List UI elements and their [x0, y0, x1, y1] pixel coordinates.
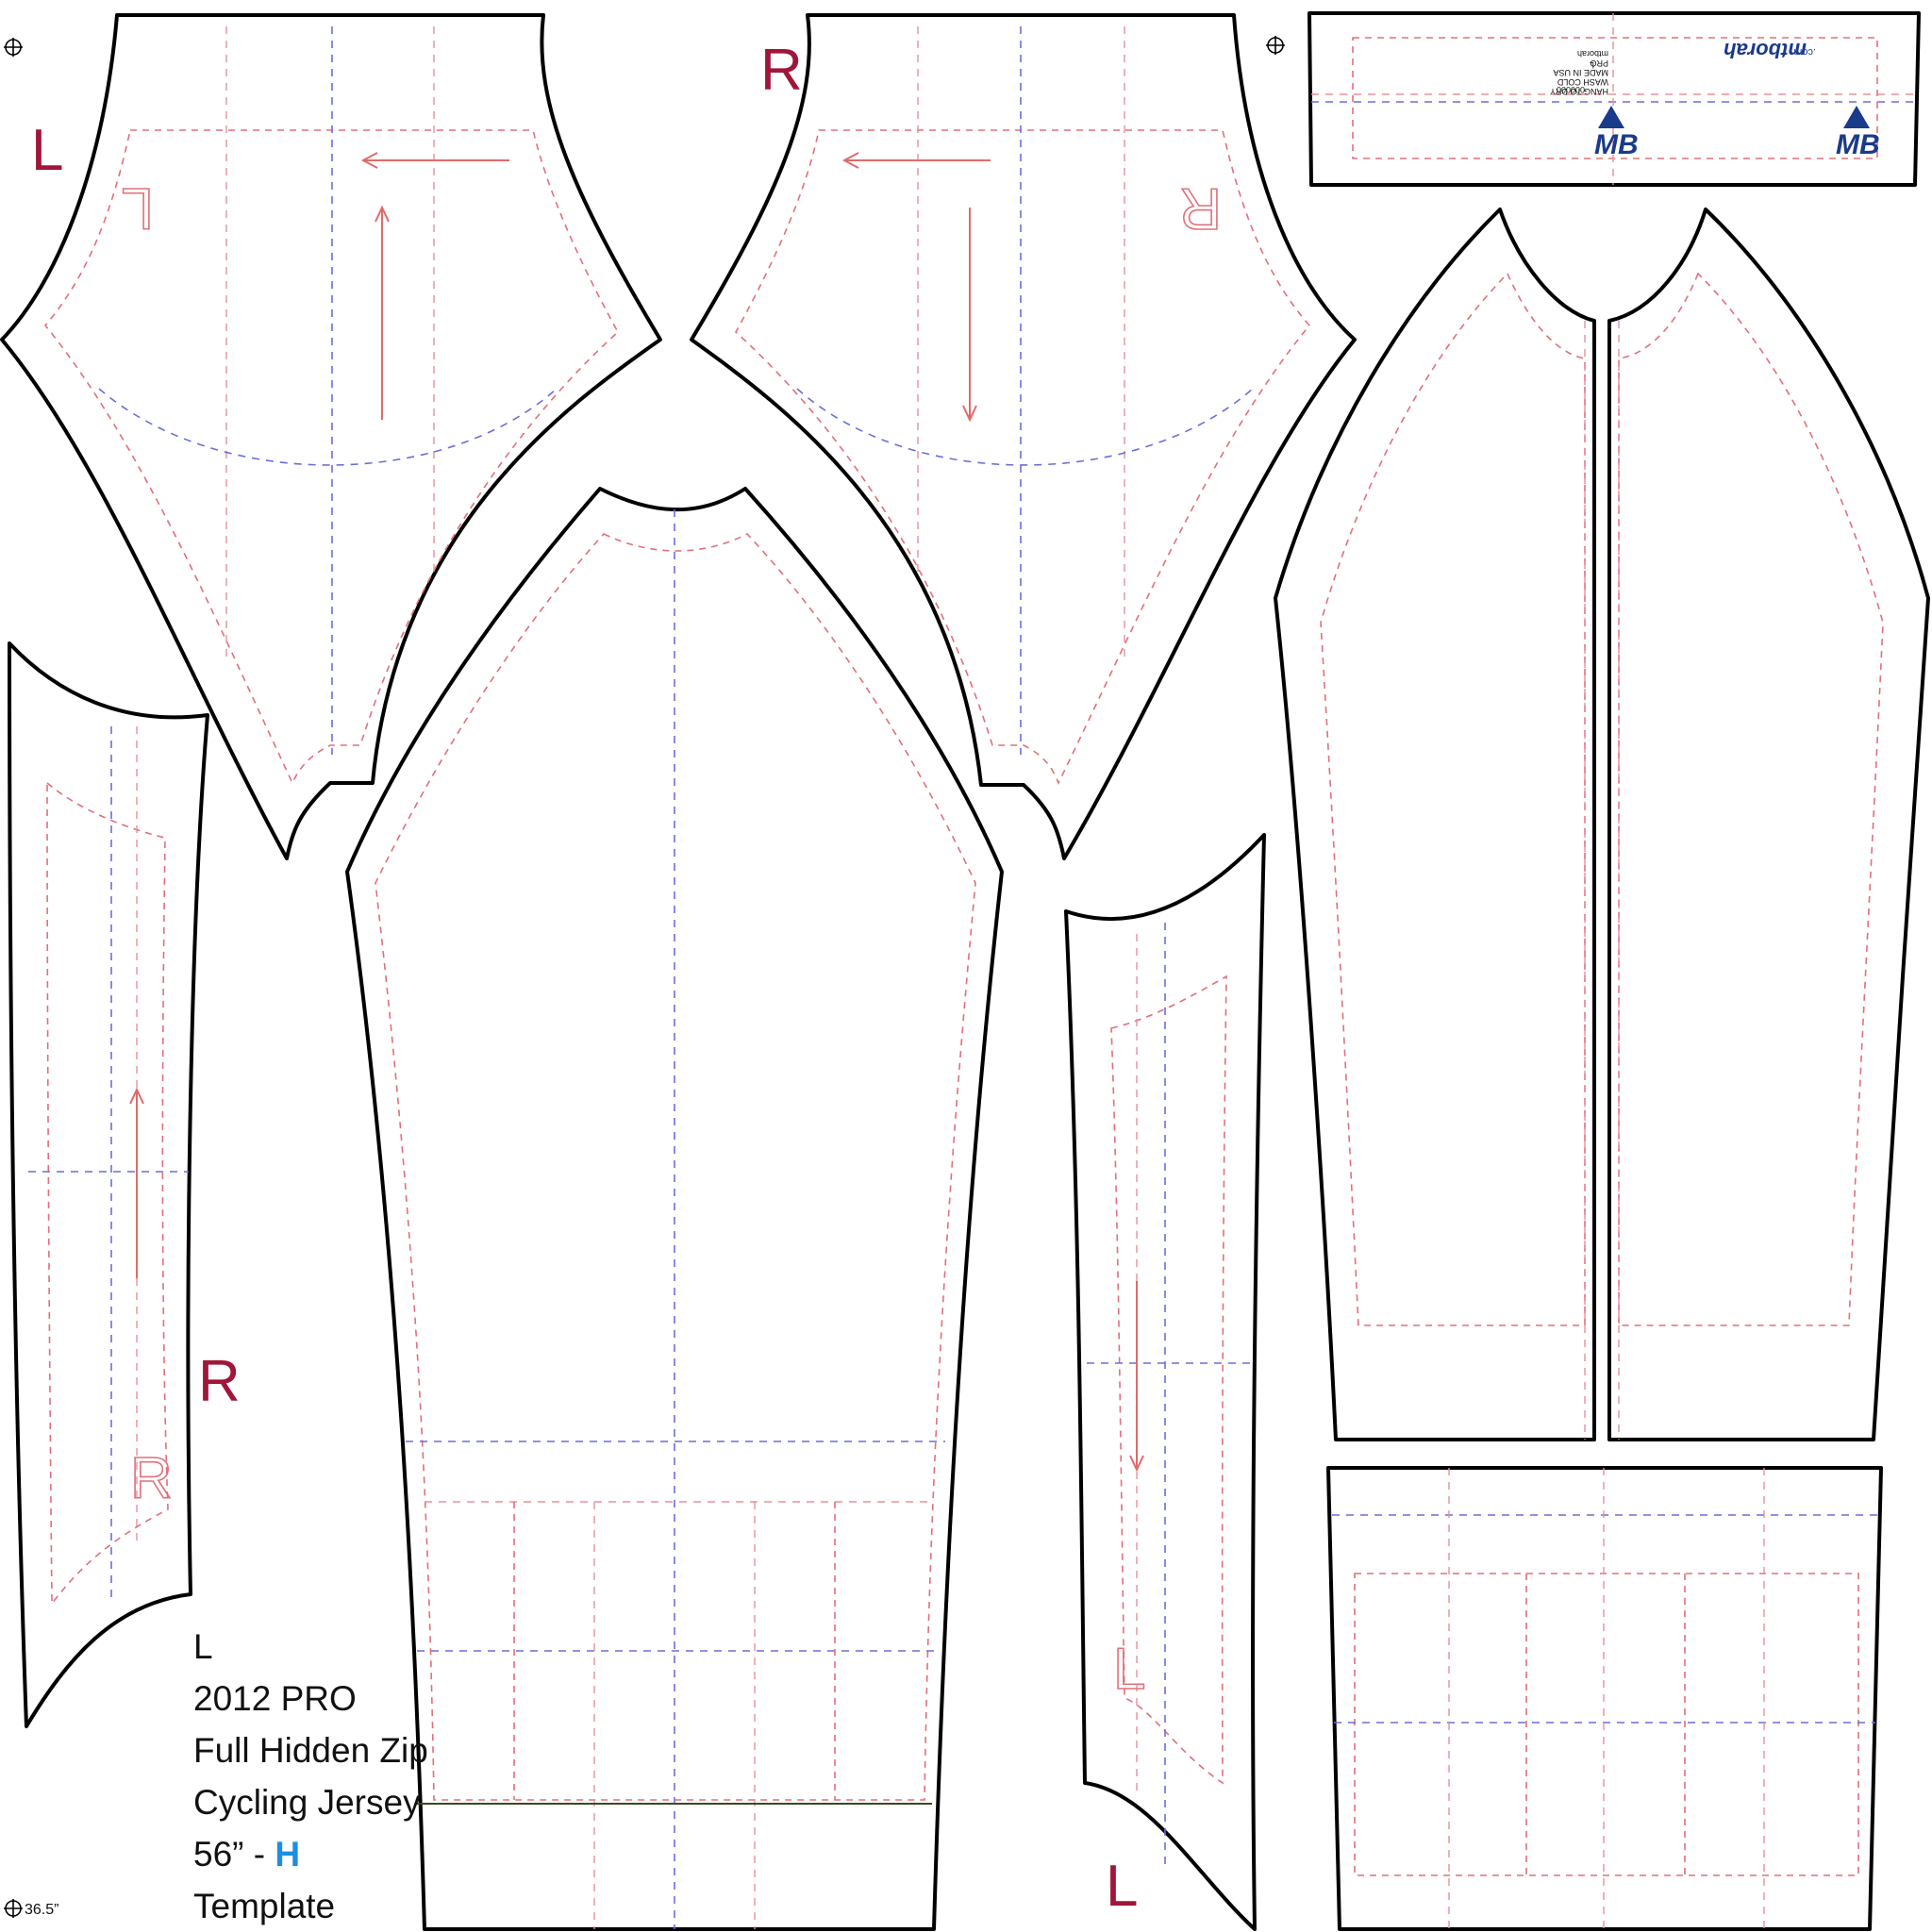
collar-tag-line1: PRO: [1590, 58, 1608, 68]
collar-cut-line: [1307, 11, 1921, 187]
left-sleeve-grain-arrowhead: [375, 205, 390, 223]
collar-brand-logo: mtborah: [1724, 39, 1807, 62]
collar-tag-line2: MADE IN USA: [1553, 68, 1608, 77]
collar-mark-2: MB: [1836, 129, 1880, 160]
right-side-panel-cut-line: [8, 641, 209, 1728]
collar-tag-size: L: [1590, 60, 1594, 70]
right-sleeve-cut-line: [690, 13, 1357, 860]
left-sleeve-stretch-arrowhead: [360, 152, 378, 169]
right-sleeve-ghost-label: R: [1179, 175, 1222, 241]
right-side-panel-grain-arrowhead: [129, 1087, 144, 1105]
collar-mark-1: MB: [1594, 129, 1639, 160]
info-line-1: 2012 PRO: [193, 1679, 357, 1718]
right-sleeve-grain-arrowhead: [962, 405, 977, 423]
right-sleeve-seam-allowance: [734, 129, 1311, 785]
collar-seam-allowance: [1352, 37, 1878, 159]
left-sleeve-piece: L: [0, 13, 662, 860]
right-sleeve-piece: R: [690, 13, 1357, 860]
right-side-panel-label: R: [198, 1349, 241, 1414]
left-side-panel-ghost-label: L: [1113, 1637, 1145, 1702]
registration-measurement: 36.5”: [25, 1902, 58, 1918]
back-pocket-piece: [1326, 1466, 1883, 1931]
info-line-2: Full Hidden Zip: [193, 1731, 428, 1770]
right-side-panel-piece: R: [8, 641, 209, 1728]
left-side-panel-label: L: [1106, 1854, 1138, 1919]
collar-tag-line3: WASH COLD: [1557, 77, 1608, 87]
front-body-piece: [345, 487, 1004, 1931]
left-sleeve-elbow-curve: [98, 388, 558, 466]
right-sleeve-label: R: [760, 38, 803, 103]
collar-tag-brand: mtborah: [1577, 49, 1608, 58]
front-left-half-seam: [1320, 272, 1586, 1326]
back-pocket-cut-line: [1326, 1466, 1883, 1931]
info-size: L: [193, 1627, 213, 1666]
template-info-block: L 2012 PRO Full Hidden Zip Cycling Jerse…: [193, 1627, 428, 1925]
right-sleeve-elbow-curve: [796, 388, 1254, 466]
left-sleeve-cut-line: [0, 13, 662, 860]
info-line-4-accent: H: [275, 1835, 300, 1874]
left-side-panel-piece: L: [1064, 833, 1266, 1931]
right-sleeve-stretch-arrowhead: [841, 152, 859, 169]
collar-peak-icon-2: [1843, 106, 1870, 128]
registration-mark-top-right: [1266, 36, 1285, 55]
info-line-4-prefix: 56” -: [193, 1835, 275, 1874]
left-sleeve-ghost-label: L: [122, 175, 154, 241]
collar-tag-line4: HANG TO DRY: [1550, 87, 1608, 96]
collar-piece: mtborah .com mtborah PRO MADE IN USA WAS…: [1307, 11, 1921, 187]
collar-tag-code: 000000: [1557, 85, 1585, 94]
collar-peak-icon-1: [1598, 106, 1624, 128]
right-side-panel-ghost-label: R: [130, 1446, 173, 1511]
right-side-panel-seam-allowance: [46, 781, 169, 1607]
registration-mark-bottom-left: [4, 1899, 23, 1918]
registration-mark-top-left: [4, 38, 23, 57]
left-side-panel-grain-arrowhead: [1129, 1455, 1144, 1473]
front-left-half-cut-line: [1274, 208, 1596, 1441]
left-sleeve-label: L: [31, 118, 63, 183]
info-line-5: Template: [193, 1887, 335, 1925]
info-line-3: Cycling Jersey: [193, 1783, 421, 1822]
collar-brand-suffix: .com: [1793, 46, 1816, 58]
left-sleeve-seam-allowance: [43, 129, 620, 785]
back-pocket-seam-allowance: [1354, 1573, 1859, 1876]
info-line-4: 56” - H: [193, 1835, 300, 1874]
front-right-half-cut-line: [1607, 208, 1930, 1441]
left-side-panel-seam-allowance: [1110, 974, 1227, 1785]
front-halves-piece: [1274, 208, 1930, 1441]
